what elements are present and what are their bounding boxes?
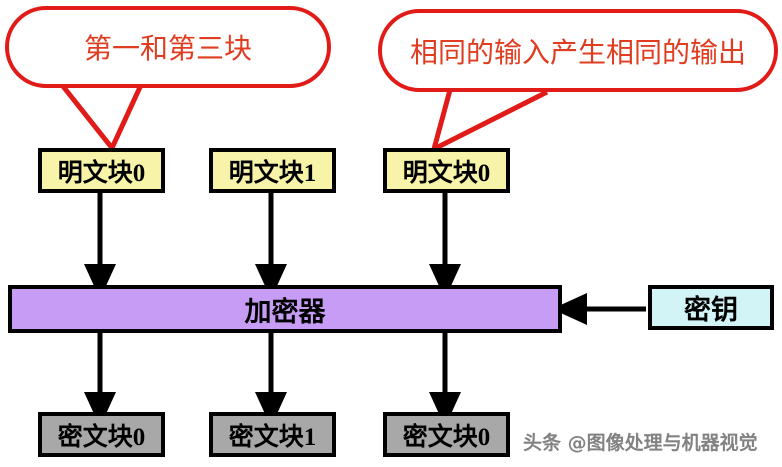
ciphertext-block-1-label: 密文块1: [228, 423, 317, 451]
encryptor-label: 加密器: [244, 296, 326, 327]
watermark: 头条 @图像处理与机器视觉: [523, 432, 758, 454]
ciphertext-block-2[interactable]: 密文块0: [383, 412, 510, 457]
callout-first-third-label: 第一和第三块: [83, 34, 252, 65]
plaintext-block-2-label: 明文块0: [402, 159, 491, 187]
callout-tail-right: [430, 89, 549, 154]
callout-first-third[interactable]: 第一和第三块: [5, 6, 331, 88]
plaintext-block-2[interactable]: 明文块0: [383, 148, 510, 193]
plaintext-block-1[interactable]: 明文块1: [209, 148, 336, 193]
ciphertext-block-1[interactable]: 密文块1: [209, 412, 336, 457]
ciphertext-block-0-label: 密文块0: [57, 423, 146, 451]
callout-tail-left: [60, 83, 144, 153]
plaintext-block-0-label: 明文块0: [57, 159, 146, 187]
encryptor[interactable]: 加密器: [8, 285, 562, 333]
ciphertext-block-0[interactable]: 密文块0: [38, 412, 165, 457]
plaintext-block-0[interactable]: 明文块0: [38, 148, 165, 193]
callout-same-input-output[interactable]: 相同的输入产生相同的输出: [378, 9, 778, 92]
key-box[interactable]: 密钥: [648, 285, 774, 330]
key-label: 密钥: [684, 295, 738, 325]
ciphertext-block-2-label: 密文块0: [402, 423, 491, 451]
callout-same-input-output-label: 相同的输入产生相同的输出: [409, 37, 746, 69]
plaintext-block-1-label: 明文块1: [228, 159, 317, 187]
